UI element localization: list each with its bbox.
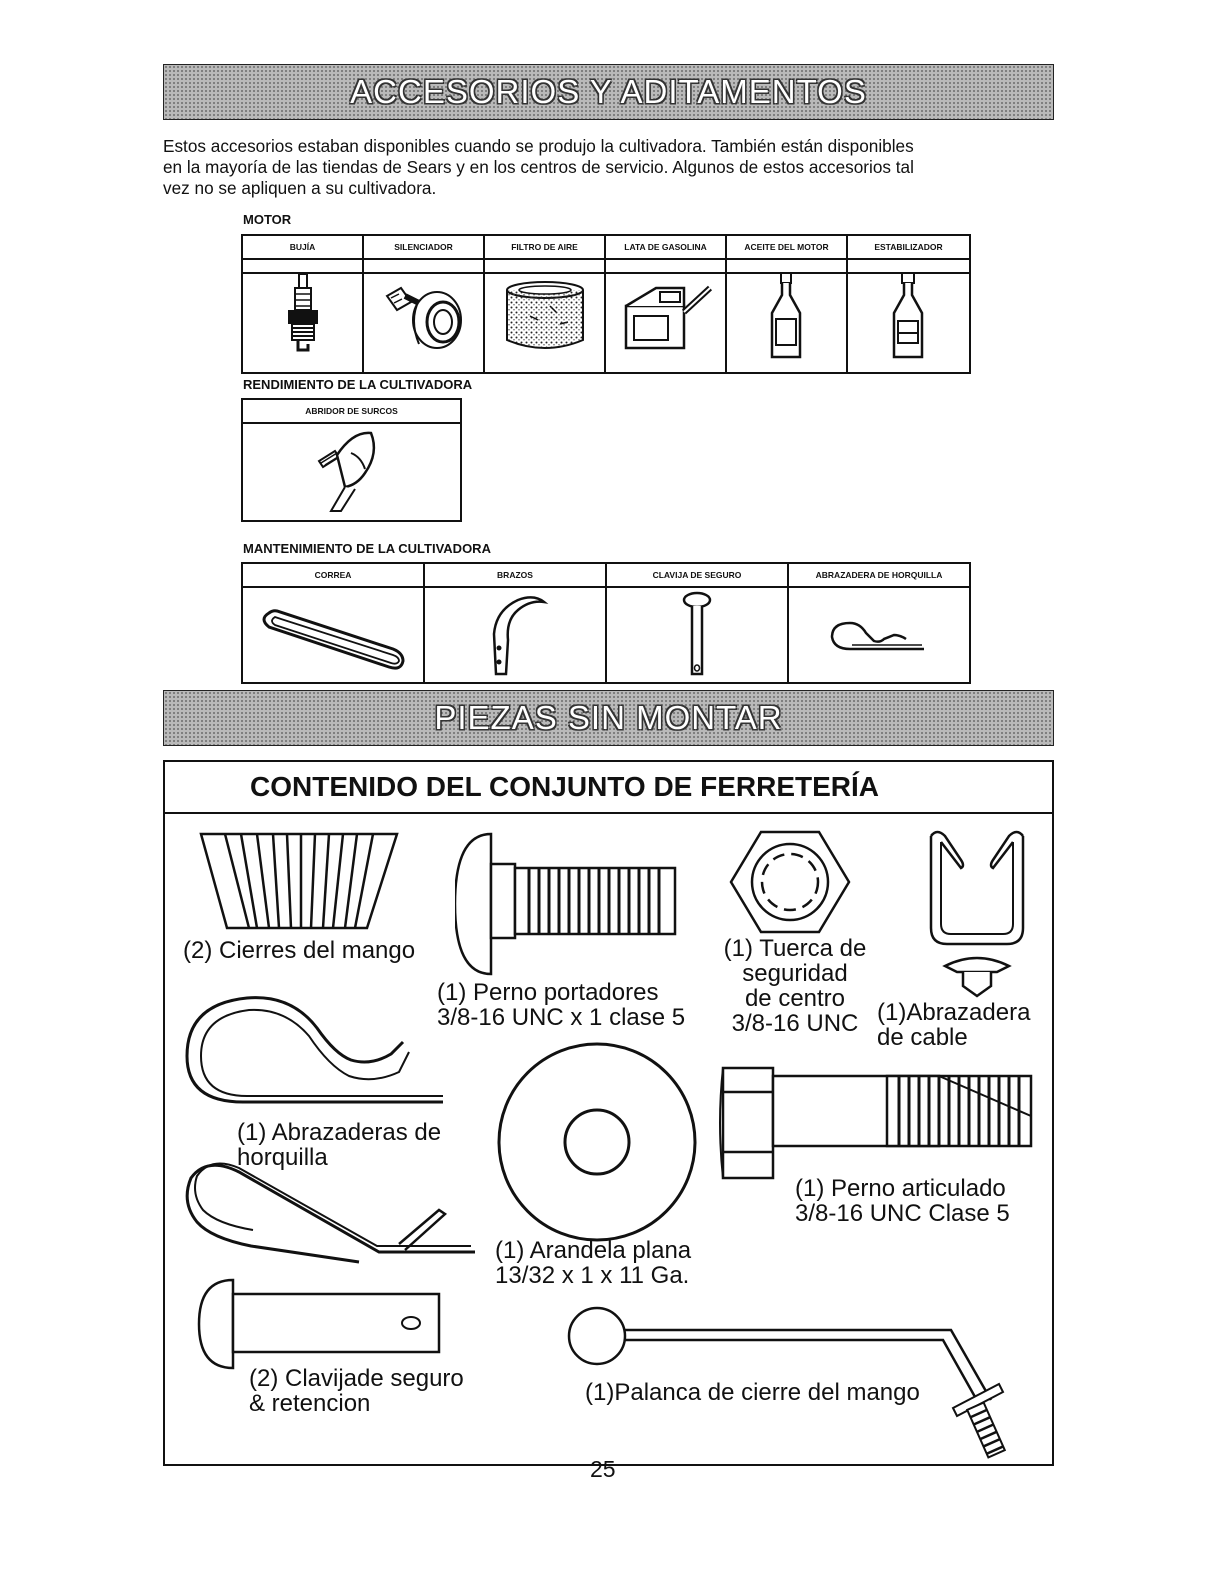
accessory-gas-can: LATA DE GASOLINA <box>606 236 727 372</box>
intro-line: vez no se apliquen a su cultivadora. <box>163 178 437 198</box>
furrower-icon <box>317 431 375 512</box>
accessory-muffler: SILENCIADOR <box>364 236 485 372</box>
accessory-label: LATA DE GASOLINA <box>606 236 725 260</box>
carriage-bolt-icon <box>455 832 677 976</box>
flat-washer-label: (1) Arandela plana 13/32 x 1 x 11 Ga. <box>495 1237 692 1289</box>
page-number: 25 <box>590 1456 616 1482</box>
accessory-label: BRAZOS <box>425 564 605 588</box>
accessory-furrower: ABRIDOR DE SURCOS <box>243 400 460 520</box>
accessory-tine: BRAZOS <box>425 564 607 682</box>
accessory-label: FILTRO DE AIRE <box>485 236 604 260</box>
lock-nut-icon <box>729 830 851 934</box>
hardware-pack-box: CONTENIDO DEL CONJUNTO DE FERRETERÍA (2)… <box>163 760 1054 1466</box>
hairpin-clips-label: (1) Abrazaderas de horquilla <box>237 1119 442 1171</box>
carriage-bolt-label: (1) Perno portadores 3/8-16 UNC x 1 clas… <box>437 979 686 1031</box>
performance-accessories-table: ABRIDOR DE SURCOS <box>241 398 462 522</box>
handle-lever-label: (1)Palanca de cierre del mango <box>585 1379 920 1406</box>
loose-parts-banner: PIEZAS SIN MONTAR <box>163 690 1054 746</box>
handle-lock-icon <box>199 832 399 930</box>
belt-icon <box>262 609 405 670</box>
accessory-engine-oil: ACEITE DEL MOTOR <box>727 236 848 372</box>
accessory-label: SILENCIADOR <box>364 236 483 260</box>
hairpin-clip-icon <box>185 996 443 1104</box>
accessory-label: ABRIDOR DE SURCOS <box>243 400 460 424</box>
clevis-pin-icon <box>197 1278 441 1370</box>
clevis-pin-icon <box>682 591 712 676</box>
accessories-banner: ACCESORIOS Y ADITAMENTOS <box>163 64 1054 120</box>
clevis-pins-label: (2) Clavijade seguro & retencion <box>249 1365 464 1417</box>
accessory-belt: CORREA <box>243 564 425 682</box>
accessory-clevis-pin: CLAVIJA DE SEGURO <box>607 564 789 682</box>
motor-accessories-table: BUJÍA SILENCIADOR <box>241 234 971 374</box>
accessory-hairpin-clip: ABRAZADERA DE HORQUILLA <box>789 564 969 682</box>
tine-icon <box>492 596 549 676</box>
hairpin-clip-icon <box>830 621 924 651</box>
stabilizer-icon <box>892 272 923 359</box>
intro-line: Estos accesorios estaban disponibles cua… <box>163 136 914 156</box>
cable-clamp-label: (1)Abrazadera de cable <box>877 999 1031 1051</box>
air-filter-icon <box>505 281 584 349</box>
flat-washer-icon <box>497 1042 697 1242</box>
accessory-label: ACEITE DEL MOTOR <box>727 236 846 260</box>
hardware-pack-title: CONTENIDO DEL CONJUNTO DE FERRETERÍA <box>165 762 1052 814</box>
engine-oil-icon <box>770 272 801 359</box>
shoulder-bolt-icon <box>719 1066 1033 1180</box>
accessory-air-filter: FILTRO DE AIRE <box>485 236 606 372</box>
handle-lever-icon <box>567 1306 1007 1459</box>
loose-parts-title: PIEZAS SIN MONTAR <box>434 699 783 736</box>
accessories-title: ACCESORIOS Y ADITAMENTOS <box>350 73 867 110</box>
cable-clamp-icon <box>929 830 1025 998</box>
accessory-stabilizer: ESTABILIZADOR <box>848 236 969 372</box>
accessory-label: CORREA <box>243 564 423 588</box>
accessory-spark-plug: BUJÍA <box>243 236 364 372</box>
maintenance-accessories-table: CORREA BRAZOS CLAVIJA DE SEGURO <box>241 562 971 684</box>
motor-section-label: MOTOR <box>243 212 292 227</box>
muffler-icon <box>385 286 462 349</box>
maintenance-section-label: MANTENIMIENTO DE LA CULTIVADORA <box>243 541 491 556</box>
shoulder-bolt-label: (1) Perno articulado 3/8-16 UNC Clase 5 <box>795 1175 1010 1227</box>
lock-nut-label: (1) Tuerca de seguridad de centro 3/8-16… <box>723 935 867 1037</box>
hairpin-clip-icon <box>185 1162 475 1264</box>
intro-paragraph: Estos accesorios estaban disponibles cua… <box>163 136 1058 199</box>
accessory-label: ABRAZADERA DE HORQUILLA <box>789 564 969 588</box>
spark-plug-icon <box>287 273 318 352</box>
accessory-label: ESTABILIZADOR <box>848 236 969 260</box>
accessory-label: BUJÍA <box>243 236 362 260</box>
handle-locks-label: (2) Cierres del mango <box>183 937 416 964</box>
intro-line: en la mayoría de las tiendas de Sears y … <box>163 157 914 177</box>
performance-section-label: RENDIMIENTO DE LA CULTIVADORA <box>243 377 473 392</box>
accessory-label: CLAVIJA DE SEGURO <box>607 564 787 588</box>
gas-can-icon <box>624 285 712 350</box>
